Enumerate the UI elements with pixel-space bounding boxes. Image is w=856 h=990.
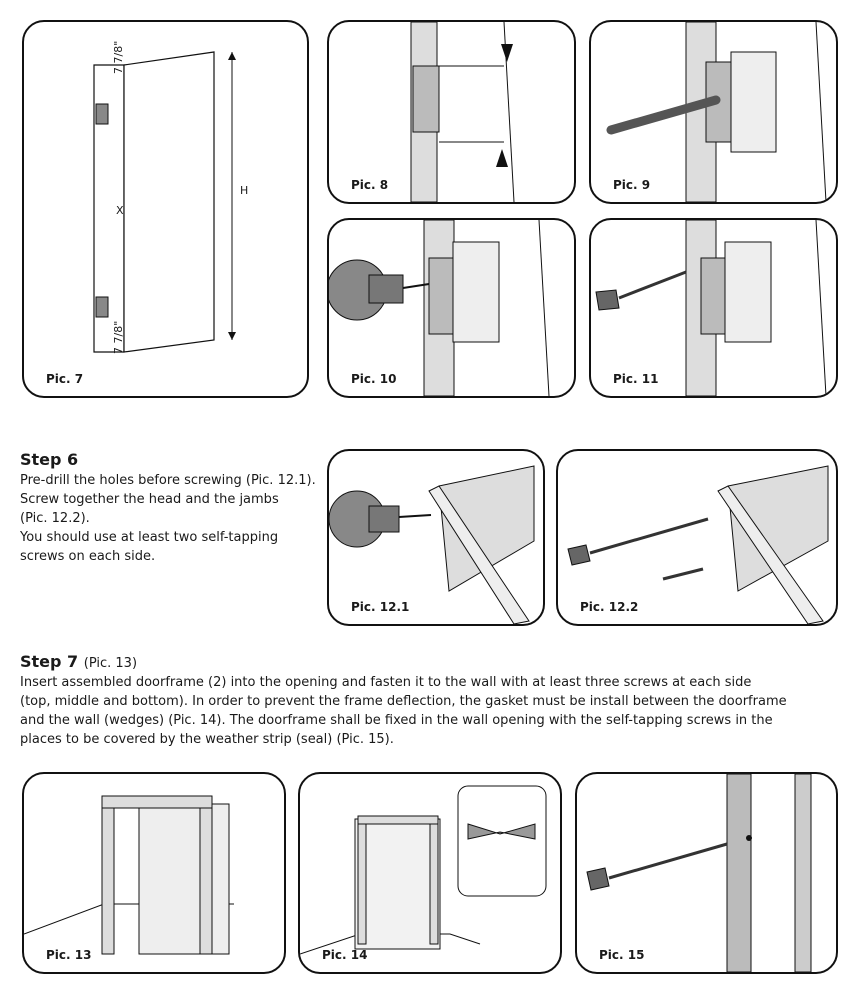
panel-pic-12-1: Pic. 12.1 <box>327 449 545 626</box>
predrill-frame-illustration <box>329 465 535 624</box>
panel-pic-14: Pic. 14 <box>298 772 562 974</box>
pic-label-14: Pic. 14 <box>322 948 368 962</box>
pic-label-12-2: Pic. 12.2 <box>580 600 639 614</box>
pic-label-13: Pic. 13 <box>46 948 92 962</box>
pin-insertion-illustration <box>606 22 827 202</box>
screwing-hinge-illustration <box>595 220 827 396</box>
pic-label-12-1: Pic. 12.1 <box>351 600 410 614</box>
step-7-line: places to be covered by the weather stri… <box>20 732 394 747</box>
pic-label-15: Pic. 15 <box>599 948 645 962</box>
dimension-bottom: 7 7/8" <box>112 320 125 354</box>
step-7-text: Insert assembled doorframe (2) into the … <box>20 673 840 749</box>
step-6-title: Step 6 <box>20 450 79 469</box>
step-6-line: screws on each side. <box>20 549 156 564</box>
panel-pic-9: Pic. 9 <box>589 20 838 204</box>
panel-pic-10: Pic. 10 <box>327 218 576 398</box>
gasket-wedge-illustration <box>300 785 547 955</box>
pic-label-9: Pic. 9 <box>613 178 651 192</box>
pic-label-10: Pic. 10 <box>351 372 397 386</box>
step-6-line: (Pic. 12.2). <box>20 511 90 526</box>
step-6-section: Step 6 Pre-drill the holes before screwi… <box>20 450 326 566</box>
step-6-line: Screw together the head and the jambs <box>20 492 279 507</box>
panel-pic-13: Pic. 13 <box>22 772 286 974</box>
panel-pic-7: 7 7/8" X H 7 7/8" Pic. 7 <box>22 20 309 398</box>
hinge-position-illustration <box>410 22 515 202</box>
pic-label-7: Pic. 7 <box>46 372 84 386</box>
pic-label-11: Pic. 11 <box>613 372 659 386</box>
step-6-text: Pre-drill the holes before screwing (Pic… <box>20 471 326 566</box>
drilling-hinge-illustration <box>329 220 550 396</box>
step-7-title: Step 7 <box>20 652 79 671</box>
panel-pic-11: Pic. 11 <box>589 218 838 398</box>
step-6-line: Pre-drill the holes before screwing (Pic… <box>20 473 316 488</box>
panel-pic-12-2: Pic. 12.2 <box>556 449 838 626</box>
dimension-top: 7 7/8" <box>112 40 125 74</box>
dimension-x: X <box>116 204 124 217</box>
step-7-section: Step 7 (Pic. 13) Insert assembled doorfr… <box>20 652 840 749</box>
seal-screw-illustration <box>586 774 812 972</box>
step-6-line: You should use at least two self-tapping <box>20 530 279 545</box>
screw-head-jamb-illustration <box>567 465 829 624</box>
dimension-h: H <box>240 184 249 197</box>
step-7-heading: Step 7 (Pic. 13) <box>20 652 840 671</box>
door-hinge-diagram <box>93 51 236 353</box>
doorframe-insertion-illustration <box>24 795 234 955</box>
step-7-line: (top, middle and bottom). In order to pr… <box>20 694 787 709</box>
step-7-line: Insert assembled doorframe (2) into the … <box>20 675 752 690</box>
panel-pic-8: Pic. 8 <box>327 20 576 204</box>
step-7-ref: (Pic. 13) <box>83 656 138 671</box>
panel-pic-15: Pic. 15 <box>575 772 838 974</box>
step-7-line: and the wall (wedges) (Pic. 14). The doo… <box>20 713 773 728</box>
pic-label-8: Pic. 8 <box>351 178 389 192</box>
